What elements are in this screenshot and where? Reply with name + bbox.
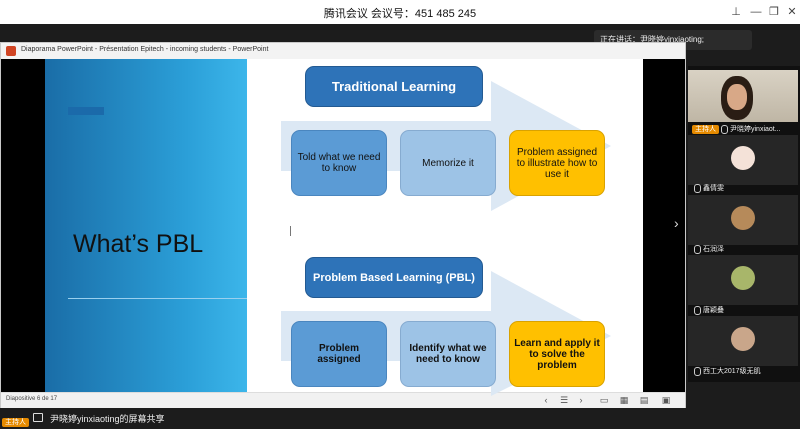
slide-title: What’s PBL bbox=[73, 230, 204, 258]
bottom-host-tag: 主持人 bbox=[2, 411, 29, 429]
slide-accent-bar bbox=[68, 107, 104, 115]
participant-5-name: 西工大2017级无肌 bbox=[703, 368, 761, 375]
minimize-icon[interactable]: — bbox=[750, 6, 762, 18]
host-face bbox=[727, 84, 747, 110]
letterbox-left bbox=[1, 59, 45, 392]
mic-icon bbox=[721, 124, 728, 134]
traditional-learning-header: Traditional Learning bbox=[305, 66, 483, 107]
ppt-window-title: Diaporama PowerPoint - Présentation Epit… bbox=[21, 46, 269, 53]
participant-2-avatar bbox=[731, 146, 755, 170]
pbl-header: Problem Based Learning (PBL) bbox=[305, 257, 483, 298]
traditional-step-1: Told what we need to know bbox=[291, 130, 387, 196]
participant-3-name: 石润泽 bbox=[703, 246, 724, 253]
screen-share-label: 尹晓婷yinxiaoting的屏幕共享 bbox=[50, 414, 165, 424]
participant-2-name: 鑫倩雯 bbox=[703, 185, 724, 192]
slide-counter: Diapositive 6 de 17 bbox=[6, 396, 58, 402]
pin-icon[interactable]: ⊥ bbox=[731, 6, 741, 18]
pbl-step-2: Identify what we need to know bbox=[400, 321, 496, 387]
ppt-status-bar: Diapositive 6 de 17 ‹ ☰ › ▭ ▦ ▤ ▣ bbox=[1, 392, 685, 408]
participant-4-avatar bbox=[731, 266, 755, 290]
screen-share-icon bbox=[33, 413, 43, 422]
share-bar bbox=[0, 408, 800, 427]
participant-1-name: 尹晓婷yinxiaot... bbox=[730, 126, 781, 133]
slide-accent-line bbox=[68, 298, 247, 299]
meeting-title: 腾讯会议 会议号：451 485 245 bbox=[323, 8, 477, 20]
mic-icon bbox=[694, 366, 701, 376]
previous-slide-icon[interactable]: ‹ bbox=[544, 395, 548, 405]
ppt-title-bar: Diaporama PowerPoint - Présentation Epit… bbox=[1, 43, 685, 60]
shared-ppt-window: Diaporama PowerPoint - Présentation Epit… bbox=[0, 42, 686, 408]
participant-5-avatar bbox=[731, 327, 755, 351]
restore-icon[interactable]: ❐ bbox=[769, 6, 779, 18]
text-cursor bbox=[290, 226, 291, 236]
mic-icon bbox=[694, 305, 701, 315]
participant-5-label: 西工大2017级无肌 bbox=[692, 366, 761, 376]
powerpoint-icon bbox=[6, 46, 16, 56]
pbl-step-3: Learn and apply it to solve the problem bbox=[509, 321, 605, 387]
slide-menu-icon[interactable]: ☰ bbox=[559, 395, 569, 405]
letterbox-right bbox=[643, 59, 685, 392]
next-slide-icon[interactable]: › bbox=[579, 395, 583, 405]
collapse-panel-icon[interactable]: › bbox=[674, 215, 679, 231]
mic-icon bbox=[694, 244, 701, 254]
bottom-host-badge: 主持人 bbox=[2, 418, 29, 427]
mic-icon bbox=[694, 183, 701, 193]
participant-1-label[interactable]: 主持人 尹晓婷yinxiaot... bbox=[692, 124, 781, 134]
participant-4-label: 唐颖叠 bbox=[692, 305, 724, 315]
slide-sorter-icon[interactable]: ▦ bbox=[619, 395, 629, 405]
pbl-step-1: Problem assigned bbox=[291, 321, 387, 387]
meeting-title-bar: 腾讯会议 会议号：451 485 245 ⊥ — ❐ ✕ bbox=[0, 0, 800, 24]
participant-3-avatar bbox=[731, 206, 755, 230]
close-icon[interactable]: ✕ bbox=[787, 6, 797, 18]
reading-view-icon[interactable]: ▤ bbox=[639, 395, 649, 405]
slide-stage: What’s PBL Traditional Learning Told wha… bbox=[1, 59, 685, 396]
host-badge: 主持人 bbox=[692, 125, 719, 134]
participant-3-label: 石润泽 bbox=[692, 244, 724, 254]
traditional-step-2: Memorize it bbox=[400, 130, 496, 196]
participant-2-label: 鑫倩雯 bbox=[692, 183, 724, 193]
participant-4-name: 唐颖叠 bbox=[703, 307, 724, 314]
traditional-step-3: Problem assigned to illustrate how to us… bbox=[509, 130, 605, 196]
normal-view-icon[interactable]: ▭ bbox=[599, 395, 609, 405]
slideshow-icon[interactable]: ▣ bbox=[661, 395, 671, 405]
